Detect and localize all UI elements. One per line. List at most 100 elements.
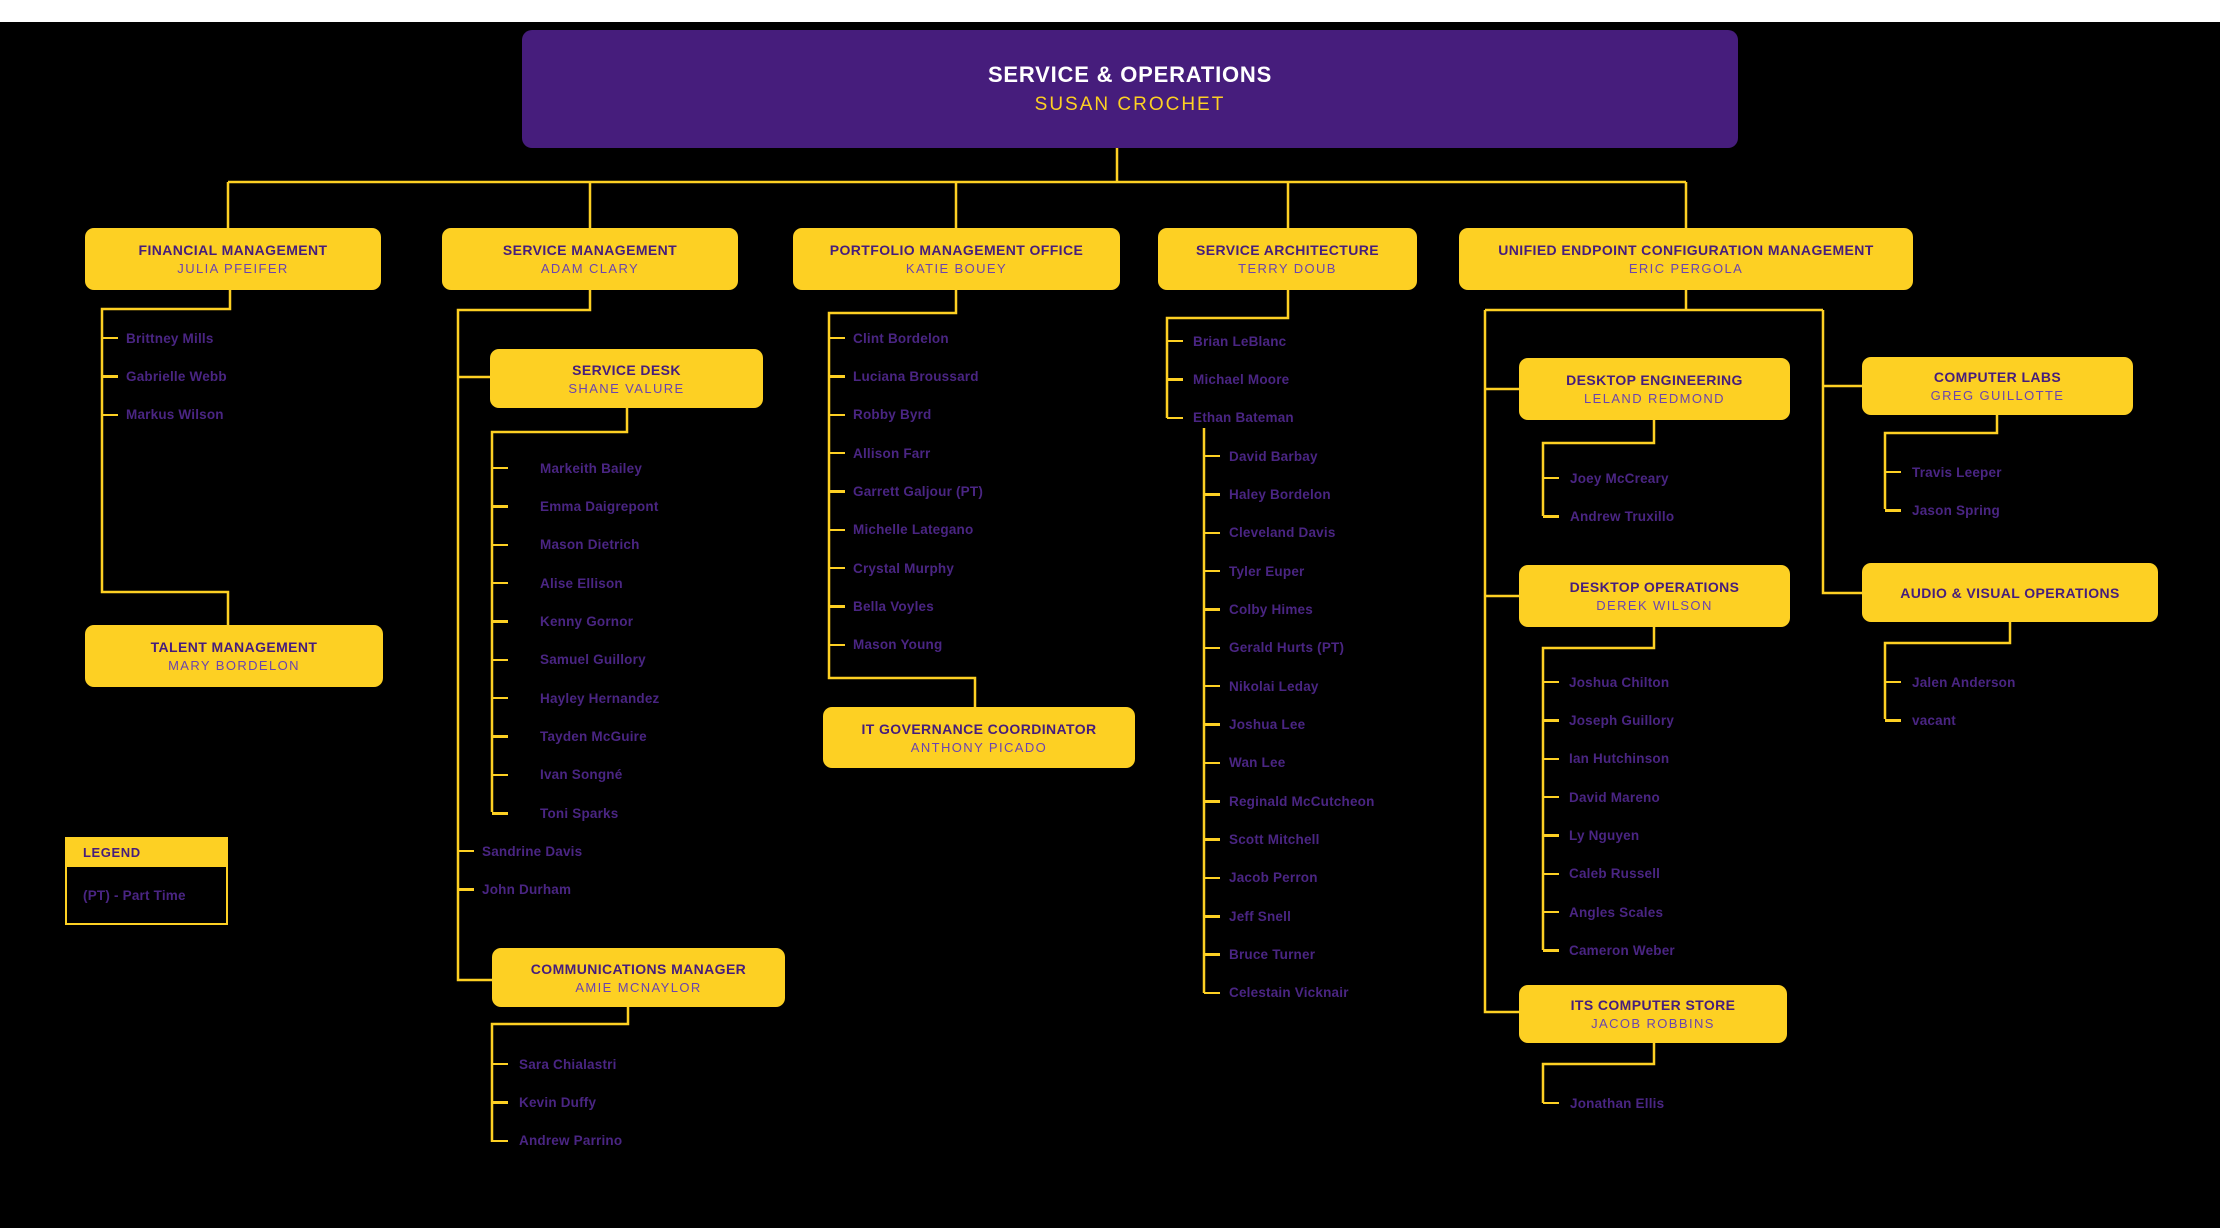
person-item: Tayden McGuire: [492, 717, 660, 755]
tick-line: [1204, 684, 1220, 688]
person-item: David Mareno: [1543, 778, 1675, 816]
person-name: Bella Voyles: [853, 599, 934, 615]
person-name: Jeff Snell: [1229, 908, 1292, 924]
person-name: Cameron Weber: [1569, 943, 1675, 959]
tick-line: [492, 1139, 508, 1143]
tick-line: [1543, 872, 1559, 876]
node-title: SERVICE ARCHITECTURE: [1195, 242, 1380, 258]
person-item: Travis Leeper: [1885, 453, 2002, 491]
person-item: Jeff Snell: [1204, 897, 1375, 935]
tick-line: [492, 812, 508, 815]
org-node-service-architecture: SERVICE ARCHITECTURE TERRY DOUB: [1158, 228, 1417, 290]
node-person: ADAM CLARY: [540, 261, 640, 276]
person-name: Ly Nguyen: [1569, 828, 1640, 844]
tick-line: [829, 413, 845, 417]
tick-line: [1543, 680, 1559, 684]
person-item: Michael Moore: [1167, 360, 1294, 398]
tick-line: [1167, 339, 1183, 343]
node-title: IT GOVERNANCE COORDINATOR: [861, 720, 1097, 737]
person-item: Scott Mitchell: [1204, 820, 1375, 858]
person-name: Jonathan Ellis: [1570, 1095, 1665, 1111]
service-architecture-branch-line: [1165, 290, 1290, 418]
person-name: Ian Hutchinson: [1569, 751, 1670, 767]
person-name: Bruce Turner: [1229, 947, 1316, 963]
tick-line: [102, 336, 118, 340]
org-node-desktop-engineering: DESKTOP ENGINEERING LELAND REDMOND: [1519, 358, 1790, 420]
org-node-audio-visual-operations: AUDIO & VISUAL OPERATIONS: [1862, 563, 2158, 622]
org-node-talent-management: TALENT MANAGEMENT MARY BORDELON: [85, 625, 383, 687]
tick-line: [492, 1062, 508, 1066]
person-name: Colby Himes: [1229, 602, 1313, 618]
desktop-engineering-children-line: [1541, 420, 1656, 516]
node-title: COMMUNICATIONS MANAGER: [530, 960, 747, 977]
tick-line: [1204, 876, 1220, 880]
person-name: Andrew Truxillo: [1570, 509, 1675, 525]
person-name: Joey McCreary: [1570, 470, 1669, 486]
node-title: SERVICE & OPERATIONS: [987, 62, 1273, 87]
person-item: Bella Voyles: [829, 587, 983, 625]
node-person: KATIE BOUEY: [905, 261, 1008, 276]
legend: LEGEND (PT) - Part Time: [65, 837, 228, 925]
org-node-service-desk: SERVICE DESK SHANE VALURE: [490, 349, 763, 408]
person-item: Ethan Bateman: [1167, 399, 1294, 437]
person-item: Mason Young: [829, 626, 983, 664]
person-item: Jalen Anderson: [1885, 663, 2016, 701]
person-item: Cameron Weber: [1543, 931, 1675, 969]
tick-line: [492, 735, 508, 738]
tick-line: [1543, 795, 1559, 799]
person-item: Markus Wilson: [102, 396, 227, 434]
tick-line: [1543, 910, 1559, 914]
person-name: Allison Farr: [853, 445, 931, 461]
person-name: Caleb Russell: [1569, 866, 1661, 882]
node-title: DESKTOP OPERATIONS: [1569, 579, 1740, 595]
person-item: Michelle Lategano: [829, 511, 983, 549]
person-item: Colby Himes: [1204, 590, 1375, 628]
tick-line: [492, 696, 508, 700]
person-item: Bruce Turner: [1204, 935, 1375, 973]
tick-line: [1204, 723, 1220, 726]
person-name: Toni Sparks: [540, 805, 619, 821]
tick-line: [1204, 569, 1220, 573]
person-item: David Barbay: [1204, 437, 1375, 475]
person-item: Jacob Perron: [1204, 859, 1375, 897]
org-node-portfolio-management-office: PORTFOLIO MANAGEMENT OFFICE KATIE BOUEY: [793, 228, 1120, 290]
node-person: ERIC PERGOLA: [1628, 261, 1744, 276]
person-item: Joshua Lee: [1204, 705, 1375, 743]
person-item: Toni Sparks: [492, 794, 660, 832]
desktop-operations-children-line: [1541, 627, 1656, 950]
node-person: MARY BORDELON: [168, 658, 300, 673]
tick-line: [1885, 719, 1901, 722]
root-spine-line: [226, 148, 1688, 228]
node-person: DEREK WILSON: [1596, 598, 1713, 613]
tick-line: [492, 1101, 508, 1104]
tick-line: [829, 375, 845, 378]
org-node-service-and-operations: SERVICE & OPERATIONS SUSAN CROCHET: [522, 30, 1738, 148]
person-name: Nikolai Leday: [1229, 678, 1319, 694]
node-title: ITS COMPUTER STORE: [1570, 997, 1736, 1013]
node-person: LELAND REDMOND: [1584, 391, 1725, 406]
person-name: Travis Leeper: [1912, 464, 2002, 480]
tick-line: [1167, 378, 1183, 381]
person-item: Garrett Galjour (PT): [829, 472, 983, 510]
tick-line: [1204, 646, 1220, 650]
person-item: Crystal Murphy: [829, 549, 983, 587]
node-person: ANTHONY PICADO: [910, 739, 1048, 755]
org-node-financial-management: FINANCIAL MANAGEMENT JULIA PFEIFER: [85, 228, 381, 290]
person-item: Jonathan Ellis: [1543, 1084, 1664, 1122]
tick-line: [1204, 991, 1220, 995]
person-name: Tyler Euper: [1229, 563, 1305, 579]
tick-line: [1204, 800, 1220, 803]
tick-line: [102, 413, 118, 417]
person-name: Joshua Chilton: [1569, 674, 1670, 690]
person-name: Joshua Lee: [1229, 717, 1306, 733]
person-name: Luciana Broussard: [853, 369, 979, 385]
person-name: Brian LeBlanc: [1193, 333, 1287, 349]
person-item: Andrew Parrino: [492, 1122, 622, 1160]
person-item: Jason Spring: [1885, 491, 2002, 529]
